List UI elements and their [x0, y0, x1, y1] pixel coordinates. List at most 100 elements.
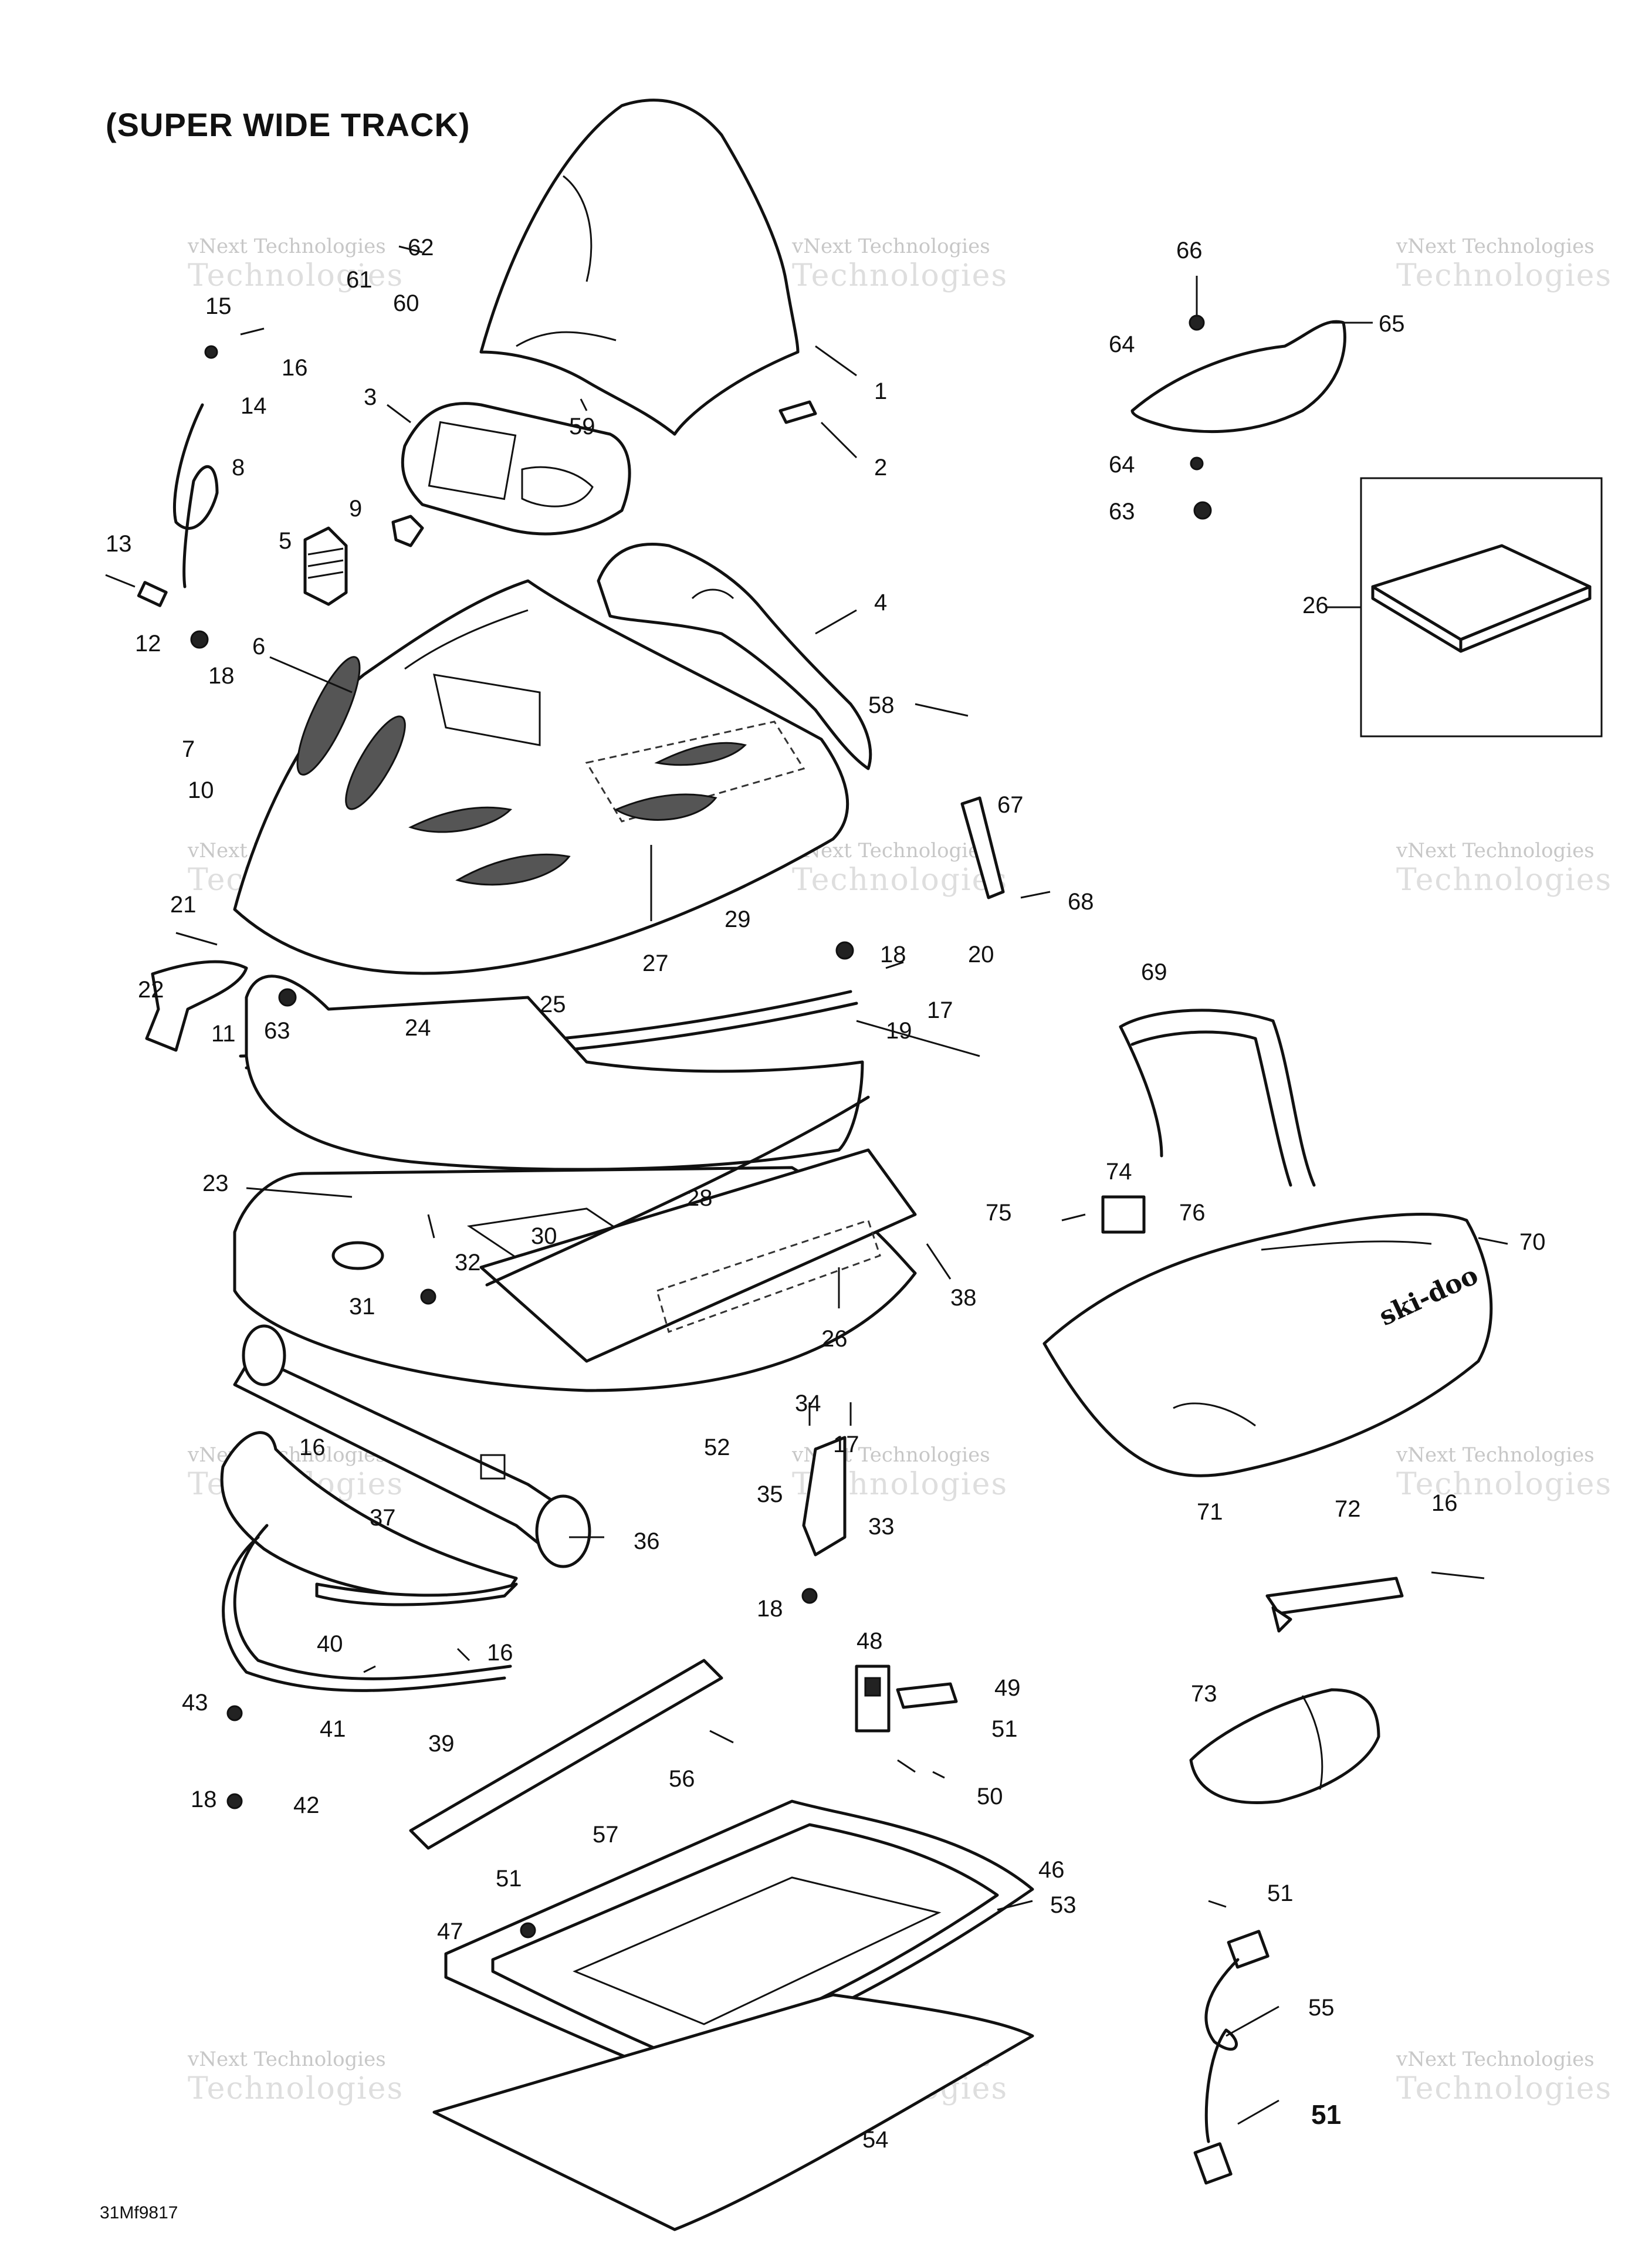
- callout-label: 27: [642, 950, 669, 976]
- part-reinforcement-plate[interactable]: [479, 1095, 917, 1363]
- callout-label: 56: [669, 1766, 695, 1792]
- callout-label: 13: [106, 531, 132, 557]
- part-clip[interactable]: [778, 400, 817, 424]
- callout-label: 51: [1311, 2099, 1341, 2130]
- callout-label: 64: [1109, 331, 1135, 357]
- callout-label: 62: [408, 235, 434, 261]
- callout-label: 9: [349, 496, 362, 522]
- callout-label: 19: [886, 1018, 912, 1044]
- part-skid-plate[interactable]: [220, 1431, 518, 1606]
- part-mount-bracket[interactable]: [802, 1436, 847, 1557]
- callout-label: 31: [349, 1294, 375, 1320]
- callout-label: 21: [170, 892, 197, 918]
- callout-label: 70: [1519, 1229, 1546, 1255]
- callout-label: 3: [364, 384, 377, 410]
- callout-label: 51: [496, 1866, 522, 1892]
- callout-label: 10: [188, 777, 214, 803]
- callout-label: 18: [191, 1787, 217, 1812]
- part-strap[interactable]: [960, 796, 1005, 899]
- diagram-code: 31Mf9817: [100, 2203, 178, 2222]
- part-foam-pad[interactable]: [1360, 477, 1603, 738]
- callout-label: 65: [1379, 311, 1405, 337]
- part-seat-strap[interactable]: [1119, 1009, 1316, 1187]
- part-seat[interactable]: ski-doo: [1042, 1213, 1493, 1477]
- part-seat-cushion[interactable]: [1189, 1688, 1380, 1804]
- callout-label: 72: [1335, 1496, 1361, 1522]
- part-hinge[interactable]: [1101, 1195, 1146, 1234]
- part-rear-handle[interactable]: [1130, 320, 1346, 434]
- callout-label: 16: [1431, 1490, 1458, 1516]
- callout-label: 23: [202, 1171, 229, 1196]
- callout-label: 71: [1197, 1499, 1223, 1525]
- callout-label: 17: [927, 997, 953, 1023]
- part-tether-cable[interactable]: [1193, 1930, 1270, 2185]
- part-bumper-rail[interactable]: [222, 1524, 512, 1692]
- part-windshield[interactable]: [479, 99, 800, 436]
- part-small-clip[interactable]: [391, 515, 424, 547]
- callout-label: 76: [1179, 1200, 1206, 1226]
- callout-label: 7: [182, 736, 195, 762]
- callout-label: 29: [725, 906, 751, 932]
- part-fasteners[interactable]: [105, 245, 1485, 1939]
- callout-label: 16: [487, 1640, 513, 1666]
- callout-label: 8: [232, 455, 245, 481]
- callout-label: 37: [370, 1505, 396, 1531]
- part-latch-strap[interactable]: [145, 960, 248, 1052]
- callout-label: 41: [320, 1716, 346, 1742]
- callout-label: 69: [1141, 959, 1167, 985]
- callout-label: 42: [293, 1792, 320, 1818]
- callout-label: 25: [540, 992, 566, 1017]
- callout-label: 6: [252, 634, 265, 659]
- callout-label: 15: [205, 293, 232, 319]
- callout-label: 16: [282, 355, 308, 381]
- callout-label: 66: [1176, 238, 1203, 263]
- callout-label: 34: [795, 1391, 821, 1416]
- callout-label: 18: [880, 942, 906, 967]
- callout-label: 32: [455, 1250, 481, 1276]
- callout-label: 63: [264, 1018, 290, 1044]
- callout-label: 57: [593, 1822, 619, 1848]
- part-instrument-panel[interactable]: [401, 402, 631, 536]
- diagram-title: (SUPER WIDE TRACK): [106, 106, 470, 143]
- part-hood[interactable]: [233, 579, 849, 975]
- part-vent-grille[interactable]: [303, 526, 348, 606]
- callout-label: 67: [997, 792, 1024, 818]
- callout-label: 35: [757, 1481, 783, 1507]
- callout-label: 49: [994, 1675, 1021, 1701]
- callout-label: 39: [428, 1731, 455, 1757]
- callout-label: 14: [241, 393, 267, 419]
- part-side-panel[interactable]: [597, 543, 872, 770]
- part-hinge-strip[interactable]: [409, 1659, 723, 1850]
- callout-label: 16: [299, 1435, 326, 1460]
- callout-label: 59: [569, 414, 595, 439]
- callout-label: 18: [757, 1596, 783, 1622]
- callout-label: 61: [346, 267, 373, 293]
- callout-label: 40: [317, 1631, 343, 1657]
- callout-label: 11: [211, 1021, 236, 1047]
- callout-label: 64: [1109, 452, 1135, 478]
- callout-label: 38: [950, 1285, 977, 1311]
- callout-label: 17: [833, 1432, 859, 1457]
- callout-label: 53: [1050, 1892, 1076, 1918]
- callout-label: 24: [405, 1015, 431, 1041]
- part-cable-loop[interactable]: [172, 403, 219, 588]
- callout-label: 51: [991, 1716, 1018, 1742]
- callout-label: 75: [986, 1200, 1012, 1226]
- part-bracket[interactable]: [1265, 1577, 1404, 1633]
- part-mat[interactable]: [432, 1993, 1034, 2231]
- callout-label: 68: [1068, 889, 1094, 915]
- part-front-bumper[interactable]: [233, 1324, 591, 1568]
- callout-label: 20: [968, 942, 994, 967]
- callout-label: 12: [135, 631, 161, 657]
- part-hinge-bracket[interactable]: [896, 1682, 958, 1709]
- callout-label: 18: [208, 663, 235, 689]
- callout-label: 58: [868, 692, 895, 718]
- part-latch[interactable]: [855, 1665, 891, 1733]
- callout-label: 22: [138, 977, 164, 1003]
- callout-label: 43: [182, 1690, 208, 1716]
